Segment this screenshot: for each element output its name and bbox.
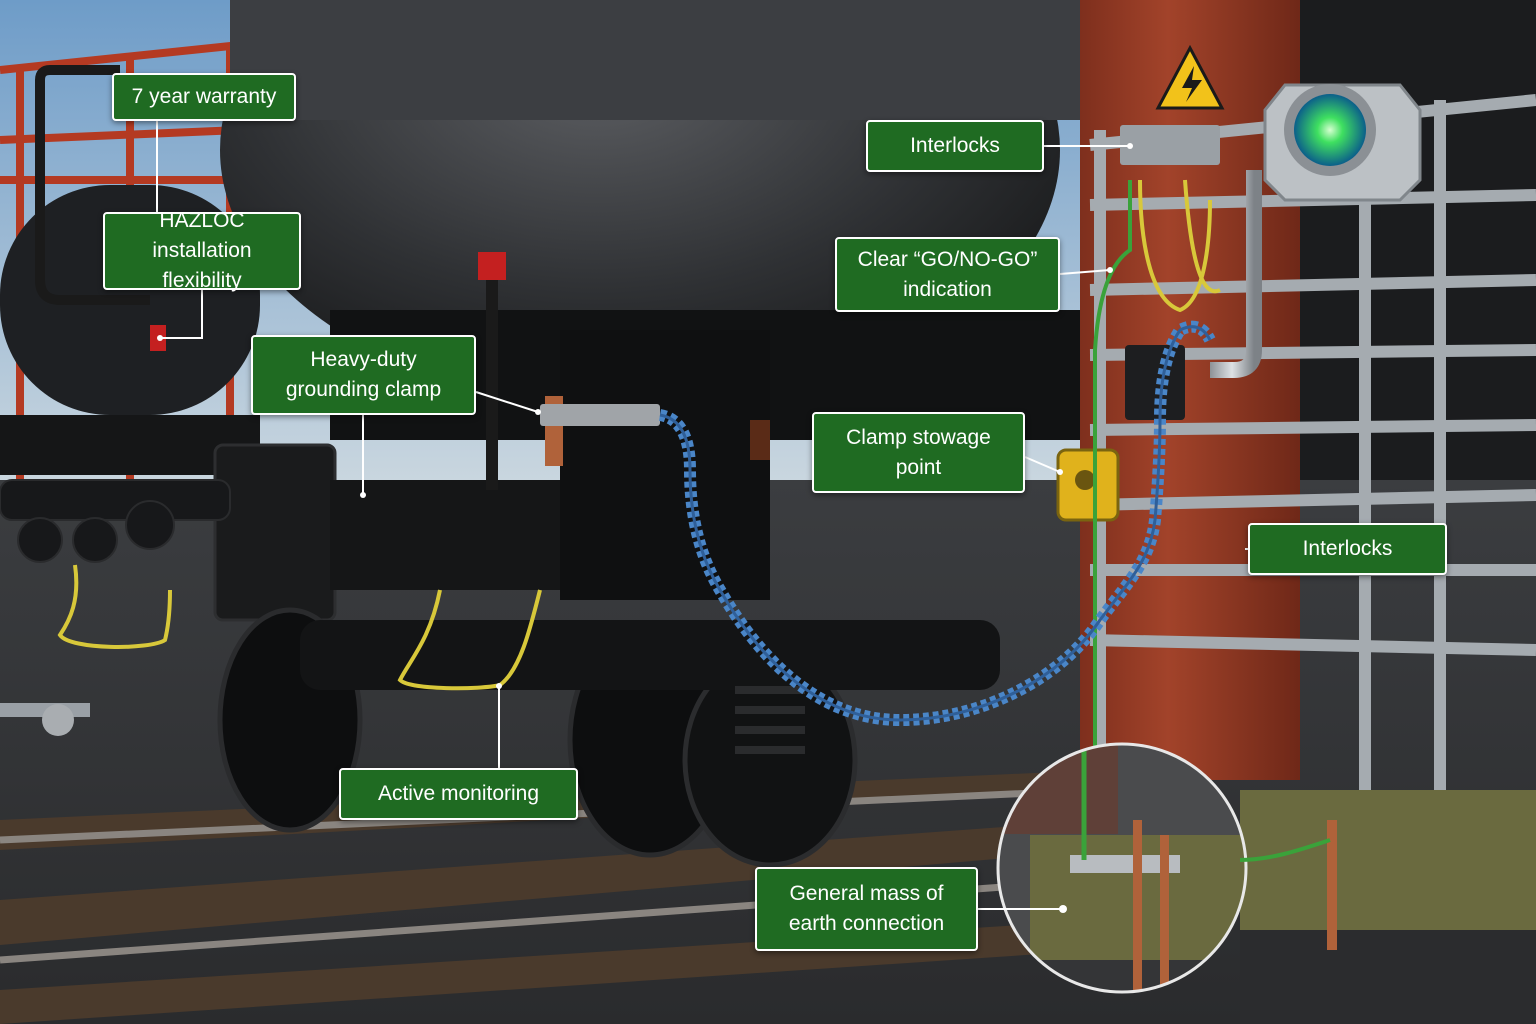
callout-warranty-label: 7 year warranty [131, 85, 277, 108]
callout-hazloc-label: HAZLOC installation flexibility [152, 209, 252, 292]
callout-interlocks-right: Interlocks [1248, 523, 1447, 575]
callout-go-no-go: Clear “GO/NO-GO” indication [835, 237, 1060, 312]
concrete-plinth [1240, 790, 1536, 950]
clamp-stowage-bracket [1056, 448, 1120, 522]
bogie [217, 607, 1000, 868]
leader-dots [157, 143, 1133, 913]
callout-hazloc: HAZLOC installation flexibility [103, 209, 301, 292]
car-ground-straps [57, 564, 542, 691]
red-post [486, 258, 498, 490]
center-sill [330, 480, 570, 590]
interlock-panel [1120, 125, 1220, 165]
go-no-go-indicator [1263, 83, 1422, 202]
callout-interlocks-right-label: Interlocks [1302, 537, 1393, 560]
callout-active-monitoring: Active monitoring [339, 768, 578, 820]
ground-wire-green [1093, 180, 1132, 900]
callout-grounding-clamp-label: Heavy-duty grounding clamp [285, 348, 442, 401]
callout-earth-connection: General mass of earth connection [755, 867, 978, 951]
callout-go-no-go-label: Clear “GO/NO-GO” indication [857, 247, 1038, 301]
handrail [35, 65, 120, 280]
earth-rod [1327, 820, 1337, 950]
high-voltage-warning-icon [1155, 44, 1225, 110]
callout-grounding-clamp: Heavy-duty grounding clamp [251, 335, 476, 415]
coupler-box [213, 443, 337, 622]
callout-interlocks-top-label: Interlocks [910, 134, 1000, 157]
callout-warranty: 7 year warranty [112, 73, 296, 121]
interlock-wiring [1138, 179, 1221, 313]
callout-interlocks-top: Interlocks [866, 120, 1044, 172]
callout-clamp-stowage: Clamp stowage point [812, 412, 1025, 493]
callout-active-monitoring-label: Active monitoring [377, 782, 540, 805]
inset-circle-outline [996, 742, 1248, 994]
leader-lines [156, 121, 1248, 910]
coupler [0, 479, 231, 563]
grounding-clamp [540, 404, 660, 426]
conduits [1210, 132, 1386, 800]
callout-earth-connection-label: General mass of earth connection [788, 882, 945, 935]
callout-clamp-stowage-label: Clamp stowage point [846, 425, 991, 479]
